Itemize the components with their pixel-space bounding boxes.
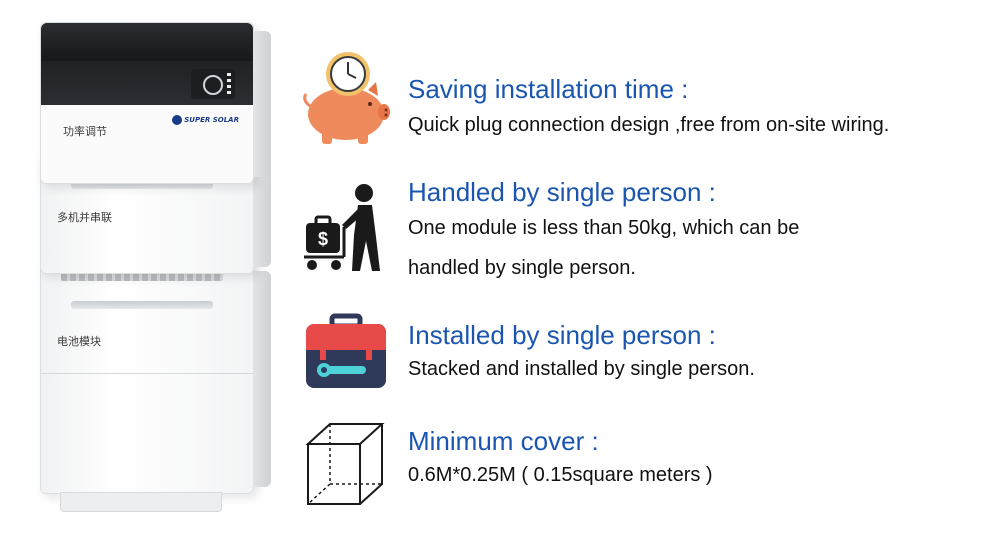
power-control-label: 功率调节 <box>63 125 107 138</box>
feature-description: handled by single person. <box>408 257 636 279</box>
power-control-unit: 功率调节 SUPER SOLAR <box>40 22 271 184</box>
feature-item: Saving installation time : Quick plug co… <box>296 48 996 148</box>
module-handle <box>71 301 213 309</box>
feature-description: 0.6M*0.25M ( 0.15square meters ) <box>408 464 713 486</box>
feature-item: $ Handled by single person : One module … <box>296 175 996 295</box>
feature-title: Installed by single person : <box>408 320 716 350</box>
parallel-series-label: 多机并串联 <box>57 211 112 224</box>
battery-module-label: 电池模块 <box>57 335 101 348</box>
battery-module-unit: 电池模块 <box>40 262 271 494</box>
cube-outline-icon <box>305 423 385 505</box>
toolbox-icon <box>306 313 386 388</box>
brand-logo: SUPER SOLAR <box>172 115 239 125</box>
feature-description: Quick plug connection design ,free from … <box>408 114 890 136</box>
feature-item: Minimum cover : 0.6M*0.25M ( 0.15square … <box>296 420 996 510</box>
piggy-bank-clock-icon <box>303 52 390 144</box>
feature-description: Stacked and installed by single person. <box>408 358 755 380</box>
svg-text:$: $ <box>318 229 328 249</box>
feature-title: Saving installation time : <box>408 74 689 104</box>
feature-title: Minimum cover : <box>408 426 599 456</box>
stack-base <box>60 492 222 512</box>
feature-item: Installed by single person : Stacked and… <box>296 312 996 402</box>
sun-logo-icon <box>172 115 183 125</box>
feature-list: Saving installation time : Quick plug co… <box>296 0 1000 534</box>
status-display <box>191 69 235 99</box>
module-handle <box>71 181 213 189</box>
feature-description: One module is less than 50kg, which can … <box>408 217 800 239</box>
feature-title: Handled by single person : <box>408 177 716 207</box>
person-pushing-cart-icon: $ <box>304 184 380 271</box>
vent-grille <box>61 271 223 281</box>
battery-stack-image: 电池模块 多机并串联 功率调节 SUPER SOLAR <box>30 22 271 522</box>
